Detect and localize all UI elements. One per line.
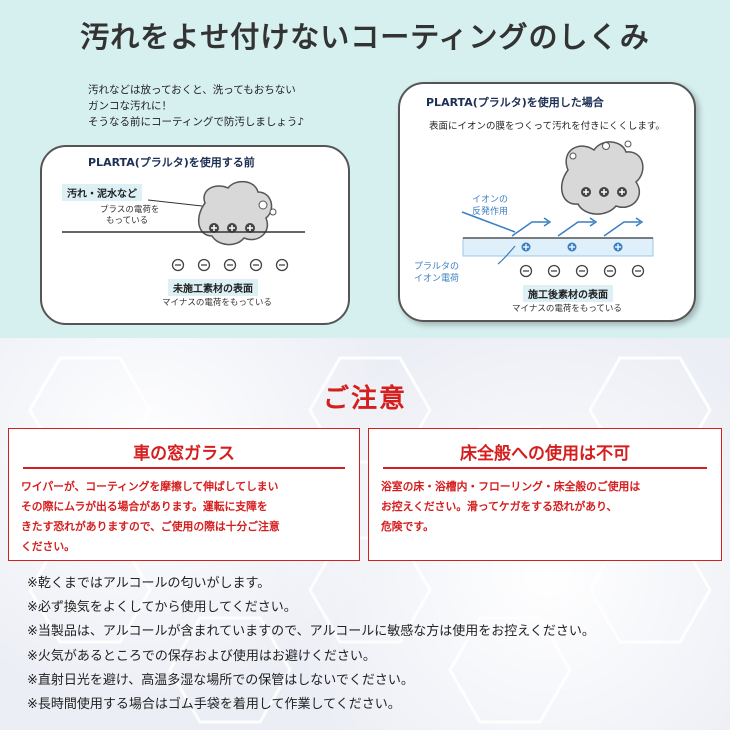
dirt-charge-line: もっている xyxy=(106,216,149,226)
warning-body: 浴室の床・浴槽内・フローリング・床全般のご使用は お控えください。滑ってケガをす… xyxy=(381,477,640,537)
note-item: ※直射日光を避け、高温多湿な場所での保管はしないでください。 xyxy=(27,672,414,688)
warning-heading: 車の窓ガラス xyxy=(133,444,235,464)
warning-body: ワイパーが、コーティングを摩擦して伸ばしてしまい その際にムラが出る場合がありま… xyxy=(21,477,280,557)
warning-box-floor: 床全般への使用は不可 浴室の床・浴槽内・フローリング・床全般のご使用は お控えく… xyxy=(368,428,722,561)
note-item: ※長時間使用する場合はゴム手袋を着用して作業してください。 xyxy=(27,697,401,713)
repulsion-arrows xyxy=(461,211,644,237)
after-card xyxy=(398,82,696,322)
warning-line: 危険です。 xyxy=(381,520,434,533)
intro-line: 汚れなどは放っておくと、洗ってもおちない xyxy=(88,84,296,96)
ion-reaction-line: イオンの xyxy=(472,195,509,205)
warning-divider xyxy=(23,467,345,469)
treated-surface-label: 施工後素材の表面 xyxy=(523,285,613,302)
note-item: ※当製品は、アルコールが含まれていますので、アルコールに敏感な方は使用をお控えく… xyxy=(27,624,595,640)
note-item: ※必ず換気をよくしてから使用してください。 xyxy=(27,600,297,616)
dirt-droplet-icon xyxy=(258,200,268,210)
before-diagram xyxy=(62,180,305,272)
repulsion-arrow-icon xyxy=(511,221,548,237)
repulsion-arrow-icon xyxy=(603,221,640,237)
repulsion-arrow-icon xyxy=(589,217,598,227)
page-title: 汚れをよせ付けないコーティングのしくみ xyxy=(80,20,650,54)
after-card-title: PLARTA(プラルタ)を使用した場合 xyxy=(426,96,604,109)
ion-charge-label: プラルタの イオン電荷 xyxy=(414,261,459,285)
note-item: ※乾くまではアルコールの匂いがします。 xyxy=(27,576,271,591)
label-pointer xyxy=(147,199,203,207)
caution-title: ご注意 xyxy=(322,384,407,414)
dirt-charge-label: プラスの電荷を もっている xyxy=(100,205,159,227)
ion-charge-line: プラルタの xyxy=(414,262,460,272)
intro-line: ガンコな汚れに！ xyxy=(88,100,172,112)
note-item: ※火気があるところでの保存および使用はお避けください。 xyxy=(27,648,376,664)
ion-charge-line: イオン電荷 xyxy=(414,274,460,284)
warning-line: 浴室の床・浴槽内・フローリング・床全般のご使用は xyxy=(381,480,641,493)
intro-line: そうなる前にコーティングで防汚しましょう♪ xyxy=(88,116,305,128)
warning-heading: 床全般への使用は不可 xyxy=(460,444,630,464)
repulsion-arrow-icon xyxy=(557,221,594,237)
ion-charge-icons xyxy=(521,242,623,252)
warning-line: ください。 xyxy=(21,540,75,553)
after-card-description: 表面にイオンの膜をつくって汚れを付きにくくします。 xyxy=(429,121,665,132)
warning-box-car-window: 車の窓ガラス ワイパーが、コーティングを摩擦して伸ばしてしまい その際にムラが出… xyxy=(8,428,360,561)
notes-list: ※乾くまではアルコールの匂いがします。 ※必ず換気をよくしてから使用してください… xyxy=(27,572,595,717)
dirt-droplet-icon xyxy=(624,140,632,148)
treated-surface-charge-label: マイナスの電荷をもっている xyxy=(512,304,622,314)
warning-line: その際にムラが出る場合があります。運転に支障を xyxy=(21,500,268,513)
repulsion-arrow-icon xyxy=(635,217,644,227)
dirt-droplet-icon xyxy=(569,152,577,160)
reaction-pointer xyxy=(461,211,516,233)
untreated-surface-charge-label: マイナスの電荷をもっている xyxy=(162,298,272,308)
warning-line: お控えください。滑ってケガをする恐れがあり、 xyxy=(381,500,618,513)
warning-divider xyxy=(383,467,707,469)
ion-reaction-label: イオンの 反発作用 xyxy=(472,194,508,218)
untreated-surface-label: 未施工素材の表面 xyxy=(168,279,258,296)
ion-film-layer xyxy=(462,237,654,257)
ion-pointer xyxy=(497,245,516,265)
intro-text: 汚れなどは放っておくと、洗ってもおちない ガンコな汚れに！ そうなる前にコーティ… xyxy=(88,82,358,130)
dirt-label: 汚れ・泥水など xyxy=(62,184,142,201)
dirt-droplet-icon xyxy=(602,142,610,150)
warning-line: きたす恐れがありますので、ご使用の際は十分ご注意 xyxy=(21,520,280,533)
dirt-droplet-icon xyxy=(269,208,277,216)
after-diagram xyxy=(461,140,654,278)
ion-reaction-line: 反発作用 xyxy=(472,207,509,217)
warning-line: ワイパーが、コーティングを摩擦して伸ばしてしまい xyxy=(21,480,279,493)
repulsion-arrow-icon xyxy=(543,217,552,227)
dirt-charge-line: プラスの電荷を xyxy=(100,205,160,215)
before-card-title: PLARTA(プラルタ)を使用する前 xyxy=(88,156,255,169)
